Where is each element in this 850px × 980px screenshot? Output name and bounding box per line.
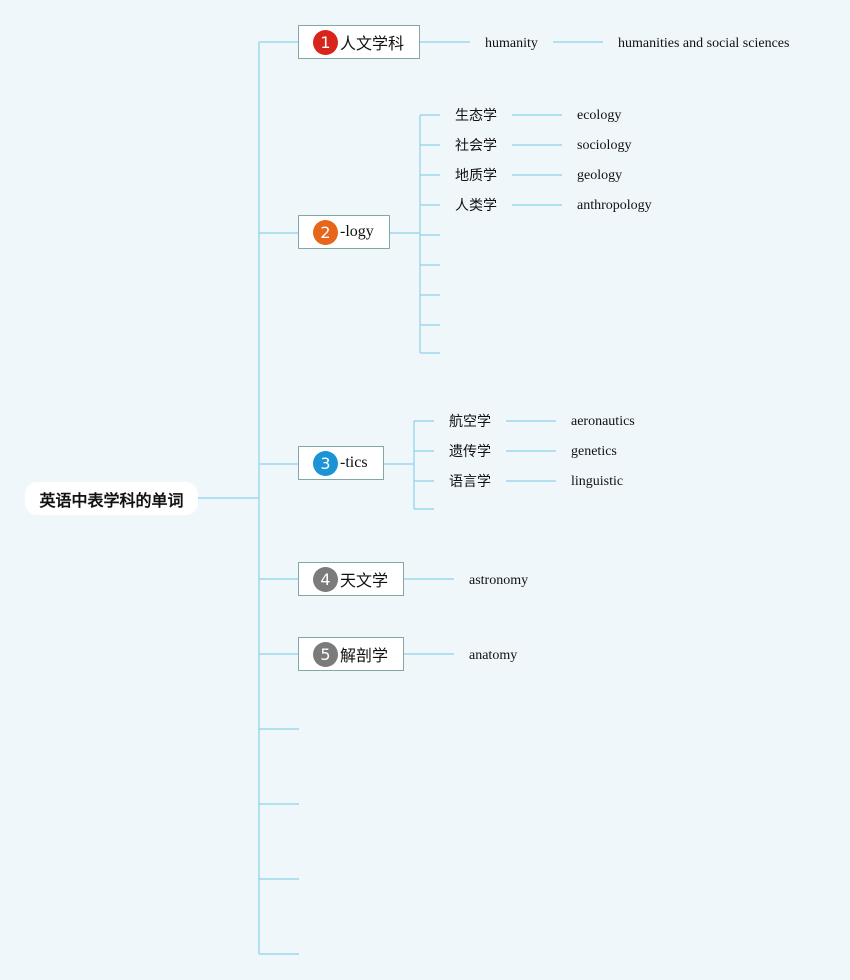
leaf-english-word[interactable]: genetics bbox=[571, 444, 617, 459]
branch-node-logy[interactable]: 2 -logy bbox=[298, 215, 390, 249]
leaf-note[interactable]: humanities and social sciences bbox=[618, 36, 790, 51]
leaf-english-word[interactable]: anatomy bbox=[469, 648, 518, 663]
branch-node-humanities[interactable]: 1 人文学科 bbox=[298, 25, 420, 59]
branch-label: 天文学 bbox=[340, 571, 389, 590]
branch-label: 解剖学 bbox=[340, 646, 389, 665]
leaf-chinese-term[interactable]: 人类学 bbox=[455, 198, 497, 214]
leaf-english-word[interactable]: sociology bbox=[577, 138, 632, 153]
leaf-english-word[interactable]: aeronautics bbox=[571, 414, 635, 429]
branch-number-badge: 5 bbox=[313, 641, 338, 667]
leaf-english-word[interactable]: astronomy bbox=[469, 573, 529, 588]
branch-number-badge: 1 bbox=[313, 29, 338, 55]
leaf-english-word[interactable]: ecology bbox=[577, 108, 622, 123]
branch-node-astronomy[interactable]: 4 天文学 bbox=[298, 562, 404, 596]
branch-number-badge: 2 bbox=[313, 219, 338, 245]
branch-label: 人文学科 bbox=[340, 34, 405, 53]
leaf-english-word[interactable]: anthropology bbox=[577, 198, 652, 213]
leaf-chinese-term[interactable]: 社会学 bbox=[455, 138, 497, 154]
branch-label: -logy bbox=[340, 223, 374, 240]
root-topic-label: 英语中表学科的单词 bbox=[39, 490, 184, 510]
root-topic[interactable]: 英语中表学科的单词 bbox=[25, 482, 198, 515]
branch-label: -tics bbox=[340, 454, 368, 471]
leaf-english-word[interactable]: humanity bbox=[485, 36, 538, 51]
leaf-chinese-term[interactable]: 生态学 bbox=[455, 108, 497, 124]
leaf-english-word[interactable]: geology bbox=[577, 168, 623, 183]
leaf-chinese-term[interactable]: 遗传学 bbox=[449, 444, 491, 460]
leaf-english-word[interactable]: linguistic bbox=[571, 474, 624, 489]
leaf-chinese-term[interactable]: 语言学 bbox=[449, 474, 491, 490]
leaf-chinese-term[interactable]: 航空学 bbox=[449, 414, 491, 430]
branch-number-badge: 4 bbox=[313, 566, 338, 592]
branch-node-anatomy[interactable]: 5 解剖学 bbox=[298, 637, 404, 671]
leaf-chinese-term[interactable]: 地质学 bbox=[455, 168, 497, 184]
branch-number-badge: 3 bbox=[313, 450, 338, 476]
branch-node-tics[interactable]: 3 -tics bbox=[298, 446, 384, 480]
